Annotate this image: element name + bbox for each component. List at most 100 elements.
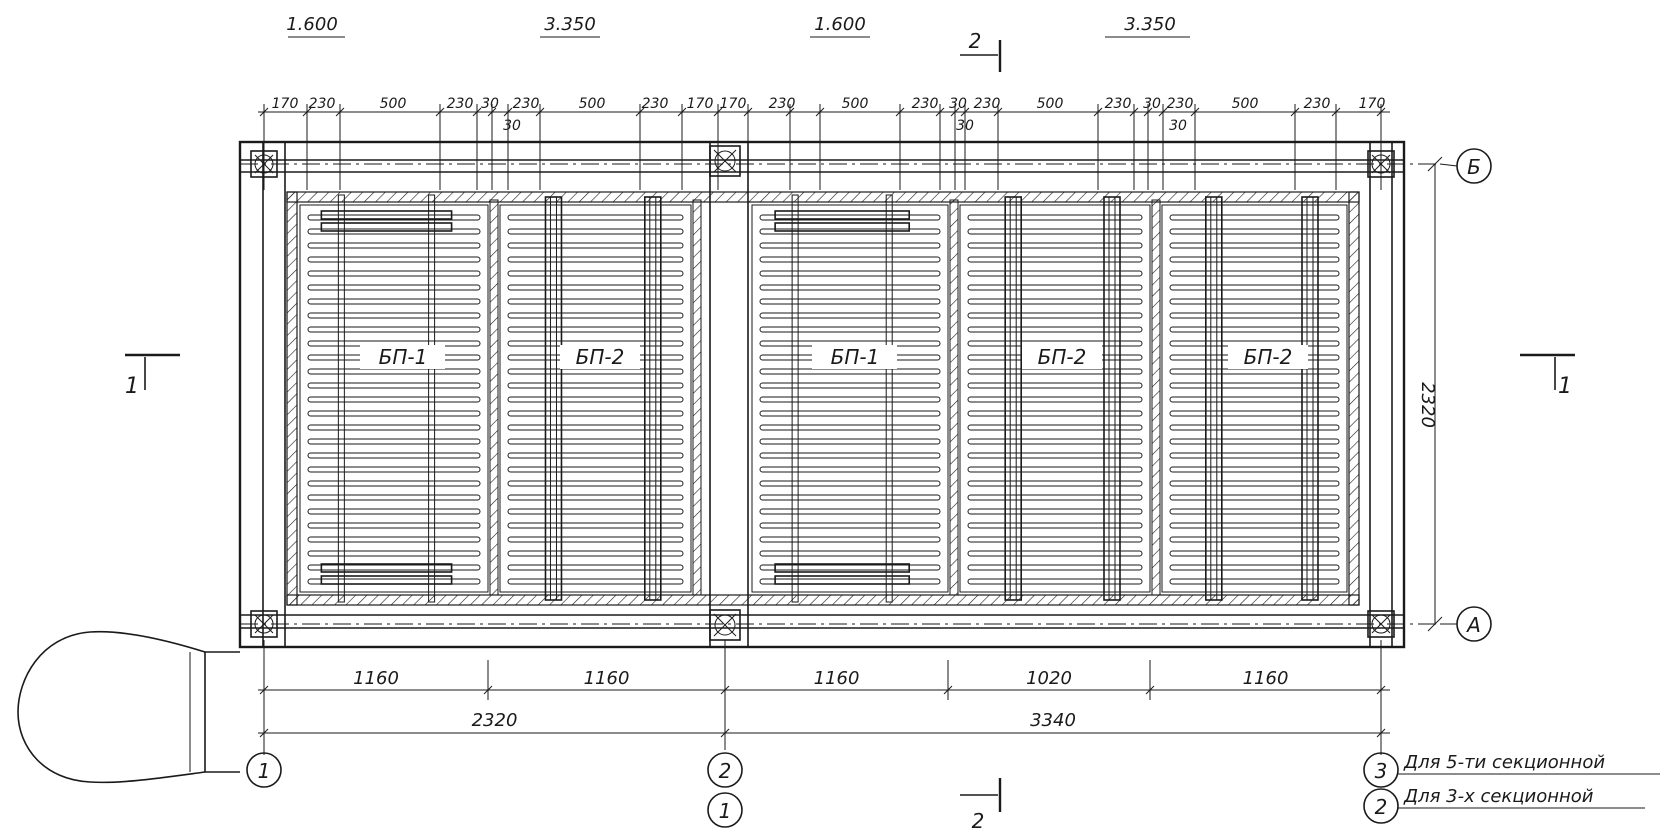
slat xyxy=(967,494,1143,501)
cross-bar xyxy=(774,563,910,573)
section-marker-right: 1 xyxy=(1520,353,1575,399)
support-rod xyxy=(337,194,345,603)
height-dimension-label: 2320 xyxy=(1417,382,1438,428)
slat xyxy=(759,438,941,445)
filter-block-4 xyxy=(959,196,1151,601)
slat xyxy=(307,298,481,305)
axis-col-1-label: 1 xyxy=(258,759,271,783)
detail-dim-label: 170 xyxy=(272,96,299,112)
cross-bar xyxy=(774,210,910,220)
slat xyxy=(307,550,481,557)
column-axes: 1 2 1 3 2 xyxy=(246,640,1399,828)
channel-frame xyxy=(1103,196,1121,601)
axis-row-b-label: Б xyxy=(1467,155,1481,179)
slat xyxy=(507,270,684,277)
slat xyxy=(1169,424,1340,431)
slat xyxy=(1169,214,1340,221)
bottom-dim-label: 1160 xyxy=(814,668,860,689)
notes: Для 5-ти секционной Для 3-х секционной xyxy=(1398,752,1660,809)
slat xyxy=(1169,228,1340,235)
axis-rows: Б A xyxy=(240,148,1492,642)
slat xyxy=(1169,480,1340,487)
slat xyxy=(507,508,684,515)
axis-col-2-sub-label: 1 xyxy=(719,799,732,823)
slat xyxy=(507,424,684,431)
detail-dim-label: 170 xyxy=(1359,96,1386,112)
block-label-3: БП-1 xyxy=(831,345,880,369)
detail-dim-label: 500 xyxy=(1232,96,1259,112)
inlet-chamber-outline xyxy=(17,630,240,784)
note-3-section: Для 3-х секционной xyxy=(1403,786,1594,807)
slat xyxy=(1169,284,1340,291)
section-marker-right-label: 1 xyxy=(1558,374,1572,399)
slat xyxy=(307,284,481,291)
slat xyxy=(759,410,941,417)
slat xyxy=(967,466,1143,473)
slat xyxy=(759,424,941,431)
slat xyxy=(307,410,481,417)
slat xyxy=(307,396,481,403)
detail-dim-label: 230 xyxy=(1105,96,1132,112)
slat xyxy=(507,298,684,305)
slat xyxy=(967,284,1143,291)
slat xyxy=(307,452,481,459)
axis-col-3-circle xyxy=(1363,752,1399,788)
block-label-1: БП-1 xyxy=(379,345,428,369)
axis-col-3-sub-label: 2 xyxy=(1375,795,1388,819)
height-dimension: 2320 xyxy=(1417,156,1443,632)
slat xyxy=(759,256,941,263)
slat xyxy=(1169,438,1340,445)
block-label-5: БП-2 xyxy=(1244,345,1293,369)
detail-dim-label: 30 xyxy=(481,96,499,112)
slat xyxy=(1169,242,1340,249)
slat xyxy=(307,424,481,431)
slat xyxy=(967,480,1143,487)
slat xyxy=(507,480,684,487)
slat xyxy=(759,326,941,333)
slat xyxy=(1169,382,1340,389)
detail-dim-label: 500 xyxy=(579,96,606,112)
slat xyxy=(307,466,481,473)
top-dim-1: 1.600 xyxy=(286,14,338,35)
slat xyxy=(507,522,684,529)
block-label-4: БП-2 xyxy=(1038,345,1087,369)
detail-dim-label: 170 xyxy=(720,96,747,112)
slat xyxy=(507,256,684,263)
slat xyxy=(307,270,481,277)
detail-dim-label: 30 xyxy=(1143,96,1161,112)
filter-block-5 xyxy=(1161,196,1348,601)
slat xyxy=(967,564,1143,571)
slat xyxy=(507,368,684,375)
slat xyxy=(507,228,684,235)
slat xyxy=(1169,494,1340,501)
slat xyxy=(967,410,1143,417)
slat xyxy=(759,396,941,403)
detail-dim-label: 500 xyxy=(842,96,869,112)
small-offset-label: 30 xyxy=(956,118,974,134)
slat xyxy=(759,564,941,571)
slat xyxy=(1169,410,1340,417)
slat xyxy=(507,242,684,249)
axis-row-a-label: A xyxy=(1465,613,1481,637)
slat xyxy=(1169,550,1340,557)
slat xyxy=(759,298,941,305)
slat xyxy=(1169,326,1340,333)
small-offset-label: 30 xyxy=(1169,118,1187,134)
slat xyxy=(307,214,481,221)
bottom-dim-label: 1020 xyxy=(1026,668,1072,689)
channel-frame xyxy=(1301,196,1319,601)
slat xyxy=(967,298,1143,305)
structure-frame xyxy=(238,140,1406,649)
slat xyxy=(507,214,684,221)
slat xyxy=(967,424,1143,431)
section-marker-left-label: 1 xyxy=(125,374,139,399)
top-dimension-labels: 1.600 3.350 1.600 3.350 xyxy=(286,14,1190,38)
bottom-dim-label: 1160 xyxy=(353,668,399,689)
slat xyxy=(967,508,1143,515)
slat xyxy=(759,550,941,557)
support-rod xyxy=(791,194,799,603)
small-offset-label: 30 xyxy=(503,118,521,134)
slat xyxy=(759,228,941,235)
bottom-total-dim-label: 2320 xyxy=(472,710,518,731)
